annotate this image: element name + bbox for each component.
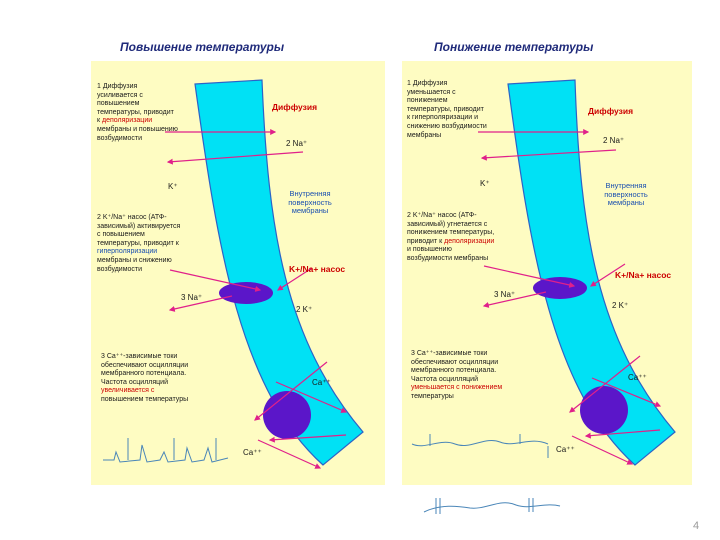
left-k-arrow — [276, 267, 313, 291]
right-membrane-channel — [507, 79, 676, 466]
right-panel-title: Понижение температуры — [434, 40, 594, 54]
right-oscillation-trace — [411, 440, 549, 447]
right-note-pump: 2 K⁺/Na⁺ насос (АТФ- зависимый) угнетает… — [407, 212, 495, 262]
left-ca-arrow-2 — [257, 439, 322, 469]
right-ca-label-2: Ca⁺⁺ — [556, 445, 575, 454]
right-pump-arrow-in — [483, 265, 576, 288]
left-pump-organelle — [219, 282, 273, 304]
left-diffusion-arrow-2 — [166, 151, 304, 165]
right-k2-label: 2 K⁺ — [612, 301, 629, 310]
left-panel-title: Повышение температуры — [120, 40, 285, 54]
left-k-label: K⁺ — [168, 182, 178, 191]
right-inner-surface-label: Внутренняя поверхность мембраны — [604, 181, 648, 207]
left-na2-label: 2 Na⁺ — [286, 139, 308, 148]
right-ca-arrow-3 — [591, 377, 662, 407]
left-calcium-organelle — [263, 391, 311, 439]
right-calcium-organelle — [580, 386, 628, 434]
page-number: 4 — [693, 520, 700, 532]
left-pump-arrow-out — [168, 295, 233, 312]
right-k-arrow — [589, 263, 626, 287]
right-ca-arrow-2 — [571, 435, 634, 465]
left-note-pump: 2 K⁺/Na⁺ насос (АТФ- зависимый) активиру… — [97, 214, 181, 273]
right-na2-label: 2 Na⁺ — [603, 136, 625, 145]
right-pump-arrow-out — [482, 291, 547, 308]
right-na3-label: 3 Na⁺ — [494, 290, 516, 299]
right-pump-label: K+/Na+ насос — [615, 270, 672, 280]
left-ca-label-2: Ca⁺⁺ — [243, 448, 262, 457]
left-ca-arrow-3 — [275, 381, 348, 413]
right-diffusion-arrow-2 — [480, 149, 617, 161]
left-oscillation-trace — [103, 444, 229, 463]
left-ca-arrow-1 — [254, 361, 328, 421]
left-pump-arrow-in — [169, 269, 262, 292]
right-note-diffusion: 1 Диффузия уменьшается с понижением темп… — [407, 80, 487, 139]
left-k2-label: 2 K⁺ — [296, 305, 313, 314]
left-pump-label: K+/Na+ насос — [289, 264, 346, 274]
right-ca-arrow-4 — [584, 429, 661, 439]
left-ca-label-1: Ca⁺⁺ — [312, 378, 331, 387]
left-ca-arrow-4 — [268, 434, 347, 443]
left-inner-surface-label: Внутренняя поверхность мембраны — [288, 189, 332, 215]
left-membrane-channel — [194, 79, 364, 466]
right-k-label: K⁺ — [480, 179, 490, 188]
left-note-diffusion: 1 Диффузия усиливается с повышением темп… — [97, 83, 178, 142]
right-diffusion-label: Диффузия — [588, 106, 634, 116]
right-pump-organelle — [533, 277, 587, 299]
right-note-calcium: 3 Ca⁺⁺-зависимые токи обеспечивают осцил… — [411, 350, 503, 400]
left-note-calcium: 3 Ca⁺⁺-зависимые токи обеспечивают осцил… — [101, 353, 189, 403]
bottom-oscillation-trace — [423, 502, 561, 513]
left-na3-label: 3 Na⁺ — [181, 293, 203, 302]
left-diffusion-label: Диффузия — [272, 102, 318, 112]
right-ca-label-1: Ca⁺⁺ — [628, 373, 647, 382]
